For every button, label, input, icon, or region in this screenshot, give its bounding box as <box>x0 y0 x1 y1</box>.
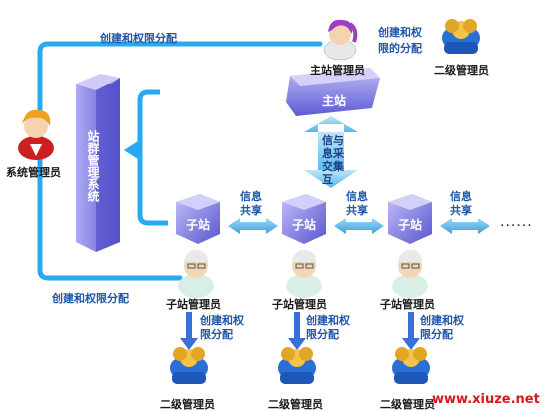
level2-admin-avatar-2 <box>278 347 316 384</box>
sub-site-cube-2 <box>282 194 326 244</box>
down-arrow-2 <box>288 312 306 350</box>
sub-admin-label-3: 子站管理员 <box>380 298 435 311</box>
sub-admin-avatar-3 <box>392 250 428 298</box>
share-label-3b: 共享 <box>450 204 472 217</box>
create-assign-sub-1b: 限分配 <box>200 328 233 341</box>
system-admin-avatar <box>18 109 54 160</box>
sub-site-label-2: 子站 <box>292 218 317 232</box>
share-label-2b: 共享 <box>346 204 368 217</box>
create-assign-sub-1a: 创建和权 <box>200 314 244 327</box>
arrow-into-system <box>124 141 138 159</box>
watermark: www.xiuze.net <box>432 392 540 407</box>
create-assign-sub-3b: 限分配 <box>420 328 453 341</box>
share-arrow-3 <box>440 218 490 234</box>
share-arrow-2 <box>334 218 384 234</box>
exchange-arrow <box>304 116 358 132</box>
cluster-system-text: 站群管理系统 <box>86 130 100 202</box>
exchange-label-4: 互 <box>322 173 333 186</box>
level2-admin-label-3: 二级管理员 <box>380 398 435 411</box>
exchange-label-3: 交集 <box>322 160 344 173</box>
down-arrow-1 <box>180 312 198 350</box>
sub-site-cube-3 <box>388 194 432 244</box>
share-label-3a: 信息 <box>450 190 472 203</box>
sub-admin-label-2: 子站管理员 <box>272 298 327 311</box>
connector-top-line <box>37 41 323 281</box>
share-label-1a: 信息 <box>240 190 262 203</box>
level2-admin-avatar-top <box>442 19 480 54</box>
share-label-2a: 信息 <box>346 190 368 203</box>
create-assign-main-label-1: 创建和权 <box>378 26 422 39</box>
main-admin-label: 主站管理员 <box>310 64 365 77</box>
share-label-1b: 共享 <box>240 204 262 217</box>
create-assign-sub-2b: 限分配 <box>306 328 339 341</box>
cluster-system-label: 站群管理系统 <box>86 130 100 202</box>
level2-admin-avatar-1 <box>170 347 208 384</box>
connector-inner-bracket <box>137 89 168 226</box>
sub-admin-avatar-1 <box>178 250 214 298</box>
sub-admin-avatar-2 <box>286 250 322 298</box>
level2-admin-label-1: 二级管理员 <box>160 398 215 411</box>
ellipsis: ...... <box>500 214 533 230</box>
create-assign-top-label: 创建和权限分配 <box>100 32 177 45</box>
sub-site-cube-1 <box>176 194 220 244</box>
create-assign-sub-2a: 创建和权 <box>306 314 350 327</box>
sub-site-label-3: 子站 <box>398 218 423 232</box>
down-arrow-3 <box>402 312 420 350</box>
main-admin-avatar <box>323 19 358 61</box>
level2-admin-label-2: 二级管理员 <box>268 398 323 411</box>
share-arrow-1 <box>228 218 278 234</box>
create-assign-bottom-label: 创建和权限分配 <box>52 292 129 305</box>
main-site-label: 主站 <box>322 94 347 108</box>
sub-site-label-1: 子站 <box>186 218 211 232</box>
level2-admin-top-label: 二级管理员 <box>434 64 489 77</box>
exchange-label-1: 信与 <box>322 134 344 147</box>
exchange-label-2: 息采 <box>322 147 344 160</box>
create-assign-sub-3a: 创建和权 <box>420 314 464 327</box>
sub-admin-label-1: 子站管理员 <box>166 298 221 311</box>
system-admin-label: 系统管理员 <box>6 166 61 179</box>
create-assign-main-label-2: 限的分配 <box>378 42 422 55</box>
level2-admin-avatar-3 <box>392 347 430 384</box>
